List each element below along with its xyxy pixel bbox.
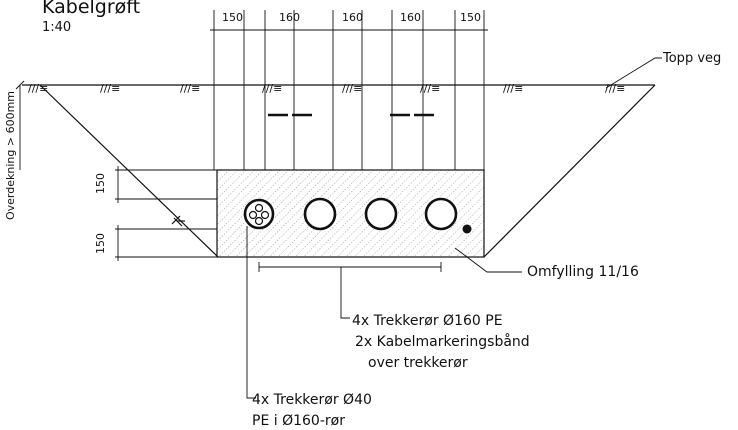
inner-ducts-leader — [246, 226, 256, 399]
svg-text:///≡: ///≡ — [28, 82, 48, 95]
dim-side-upper: 150 — [94, 173, 107, 194]
top-dimension-chain: 150 160 160 160 150 — [210, 10, 488, 170]
dim-side-lower: 150 — [94, 233, 107, 254]
duct-160 — [303, 197, 337, 231]
cover-label: Overdekning > 600mm — [4, 91, 17, 220]
svg-text:///≡: ///≡ — [100, 82, 120, 95]
duct-160 — [364, 197, 398, 231]
ducts-leader — [258, 262, 442, 319]
ducts-label-2: 2x Kabelmarkeringsbånd — [355, 333, 530, 350]
dim-top-2: 160 — [279, 11, 300, 24]
road-top-leader — [605, 57, 662, 89]
earth-wire — [462, 224, 472, 234]
svg-text:///≡: ///≡ — [180, 82, 200, 95]
dim-top-3: 160 — [342, 11, 363, 24]
svg-text:///≡: ///≡ — [262, 82, 282, 95]
ducts-label-1: 4x Trekkerør Ø160 PE — [352, 313, 503, 329]
svg-text:///≡: ///≡ — [605, 82, 625, 95]
trench-left-slope — [39, 84, 219, 258]
earth-symbol — [171, 215, 185, 227]
drawing-scale: 1:40 — [42, 20, 71, 35]
svg-text:///≡: ///≡ — [503, 82, 523, 95]
trench-right-slope — [483, 84, 656, 258]
cover-dimension: Overdekning > 600mm — [4, 80, 25, 220]
dim-top-1: 150 — [222, 11, 243, 24]
drawing-title: Kabelgrøft — [42, 0, 140, 18]
ducts-label-3: over trekkerør — [368, 355, 468, 371]
duct-160 — [424, 197, 458, 231]
side-dimensions: 150 150 — [94, 166, 217, 261]
ground-hatch: ///≡ ///≡ ///≡ ///≡ ///≡ ///≡ ///≡ ///≡ — [28, 82, 625, 95]
svg-text:///≡: ///≡ — [420, 82, 440, 95]
inner-ducts-label-1: 4x Trekkerør Ø40 — [252, 392, 372, 408]
backfill-label: Omfylling 11/16 — [527, 264, 639, 280]
road-top-label: Topp veg — [662, 51, 721, 66]
dim-top-5: 150 — [460, 11, 481, 24]
backfill-leader — [454, 247, 522, 273]
svg-text:///≡: ///≡ — [342, 82, 362, 95]
dim-top-4: 160 — [400, 11, 421, 24]
inner-ducts-label-2: PE i Ø160-rør — [252, 413, 345, 429]
duct-with-inner-ducts — [243, 198, 275, 230]
